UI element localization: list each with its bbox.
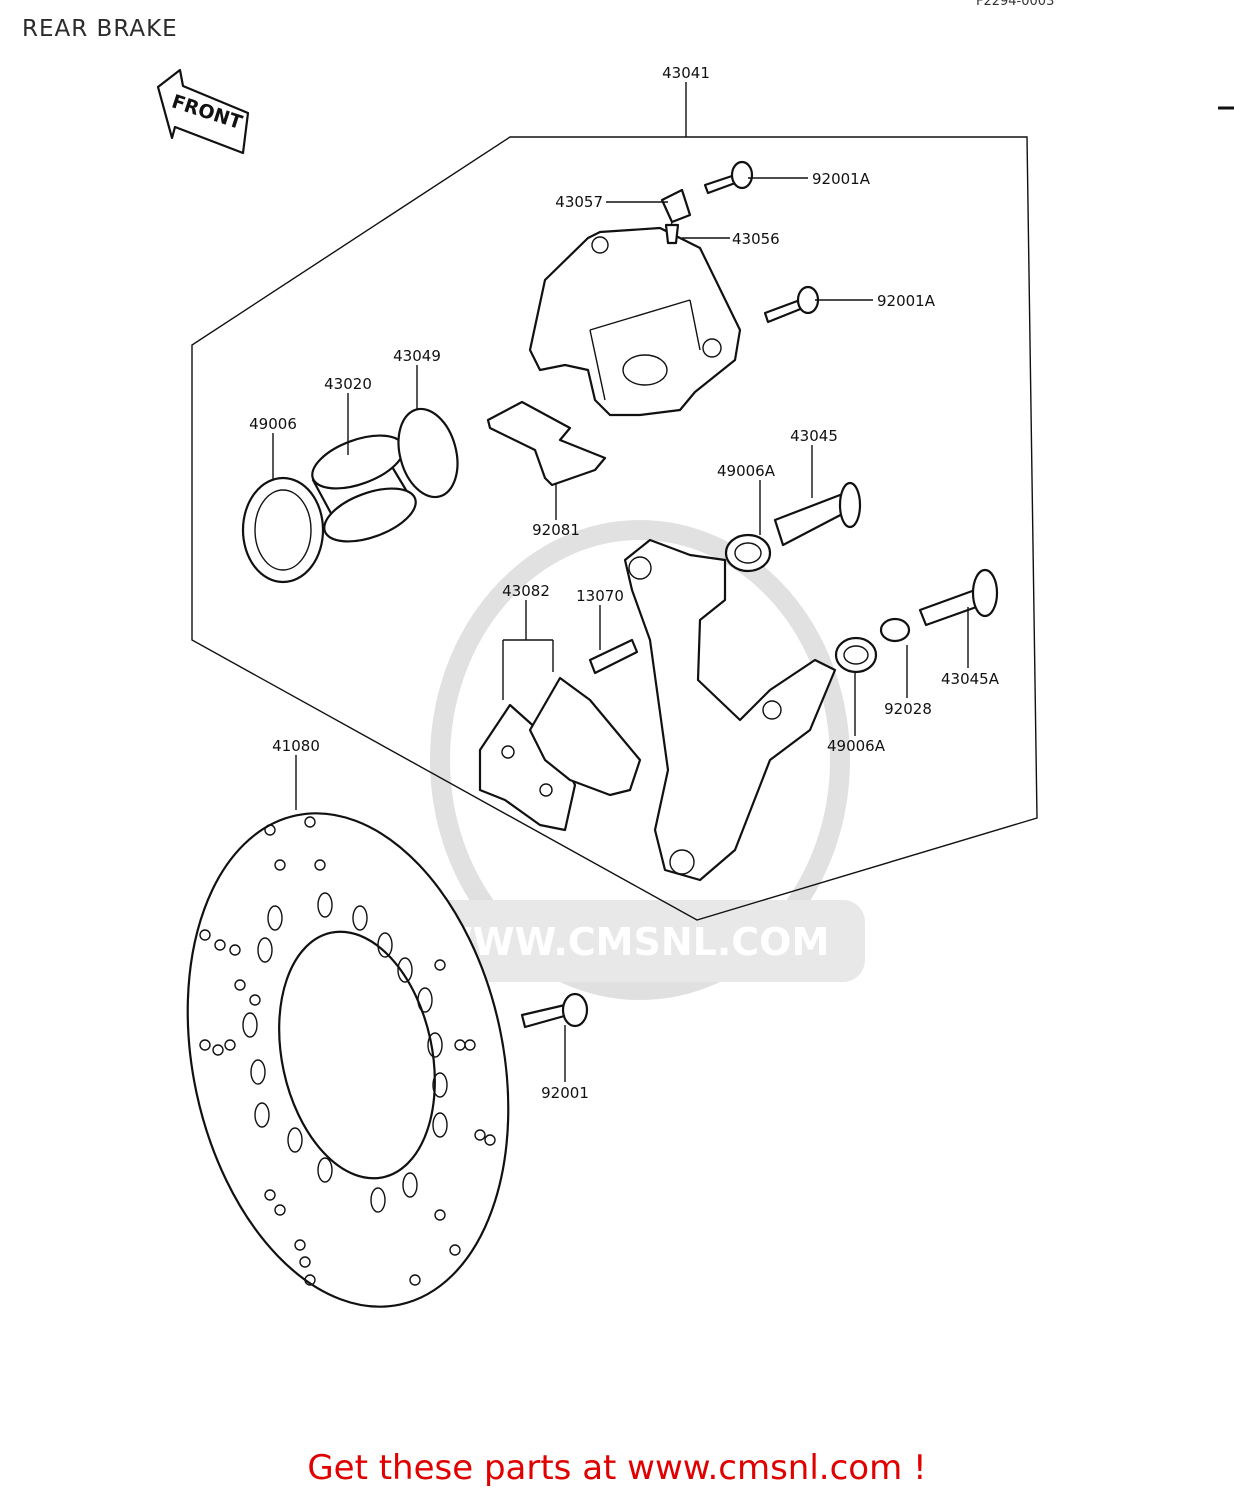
part-label-92001A-lower: 92001A <box>877 292 936 310</box>
part-label-92081: 92081 <box>532 521 580 539</box>
pin-boot-lower <box>834 636 878 674</box>
caliper-bracket <box>623 538 837 882</box>
part-label-43041: 43041 <box>662 64 710 82</box>
caliper-bolt-lower <box>763 285 820 324</box>
leader-lines <box>272 82 969 1082</box>
part-label-43049: 43049 <box>393 347 441 365</box>
anti-rattle-spring <box>588 638 639 675</box>
diagram-title: REAR BRAKE <box>22 16 178 42</box>
piston-seal <box>241 476 325 584</box>
part-label-49006: 49006 <box>249 415 297 433</box>
pin-sleeve <box>879 617 911 643</box>
caliper-bolt-upper <box>703 160 754 195</box>
disc-bolt <box>520 992 589 1029</box>
part-label-49006A-upper: 49006A <box>717 462 776 480</box>
slide-pin-lower <box>918 568 999 627</box>
footer-link[interactable]: Get these parts at www.cmsnl.com ! <box>307 1448 927 1488</box>
pin-boot-upper <box>724 533 772 573</box>
part-label-92028: 92028 <box>884 700 932 718</box>
bleeder-cap-icon <box>664 223 680 245</box>
slide-pin <box>773 481 862 547</box>
diagram-code: F2294-0003 <box>976 0 1055 9</box>
caliper-body <box>528 226 742 417</box>
part-label-43082: 43082 <box>502 582 550 600</box>
piston <box>311 434 417 543</box>
part-label-43057: 43057 <box>555 193 603 211</box>
brake-disc <box>186 812 510 1308</box>
part-label-43045: 43045 <box>790 427 838 445</box>
part-label-13070: 13070 <box>576 587 624 605</box>
pad-spring <box>486 400 607 487</box>
part-label-43045A: 43045A <box>941 670 1000 688</box>
part-label-43020: 43020 <box>324 375 372 393</box>
watermark-logo: WWW.CMSNL.COM <box>395 520 865 1000</box>
part-label-49006A-lower: 49006A <box>827 737 886 755</box>
parts-diagram: WWW.CMSNL.COM FRONT <box>156 64 1234 1308</box>
part-label-43056: 43056 <box>732 230 780 248</box>
front-arrow-icon: FRONT <box>156 68 250 155</box>
watermark-text: WWW.CMSNL.COM <box>431 920 830 964</box>
brake-pads <box>478 676 642 832</box>
part-label-92001: 92001 <box>541 1084 589 1102</box>
part-label-41080: 41080 <box>272 737 320 755</box>
part-label-92001A-upper: 92001A <box>812 170 871 188</box>
caliper-kit-outline <box>191 136 1038 921</box>
